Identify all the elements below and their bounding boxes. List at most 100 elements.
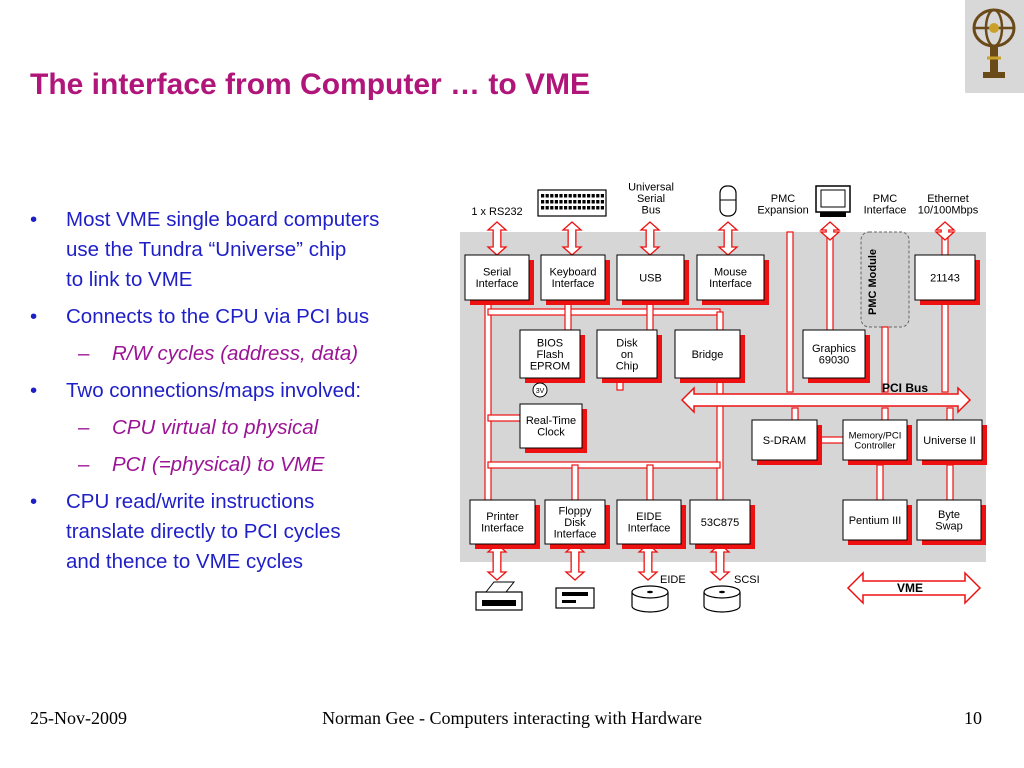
bullet-marker: • xyxy=(30,208,38,231)
bus-line xyxy=(881,407,889,421)
bullet-line: Connects to the CPU via PCI bus xyxy=(66,305,370,328)
sub-bullet-marker: – xyxy=(78,416,90,439)
scsi-disk-icon xyxy=(703,585,741,613)
vme-label: VME xyxy=(897,581,923,595)
footer-date: 25-Nov-2009 xyxy=(30,708,127,728)
bullet-item: • Two connections/maps involved: xyxy=(30,376,460,406)
bus-line xyxy=(941,299,949,393)
pmc-module-label: PMC Module xyxy=(867,249,879,315)
battery-icon xyxy=(532,382,548,398)
connector-arrow xyxy=(709,543,731,581)
block-eide xyxy=(616,499,682,545)
block-scsi-label: 53C875 xyxy=(701,517,740,529)
bullet-line: and thence to VME cycles xyxy=(66,550,304,573)
eide-disk-icon xyxy=(631,585,669,613)
bullet-marker: • xyxy=(30,379,38,402)
block-sdram-label: S-DRAM xyxy=(763,435,806,447)
bus-line xyxy=(946,464,954,501)
bullet-item: • CPU read/write instructions translate … xyxy=(30,487,460,577)
block-usb-label: USB xyxy=(639,272,662,284)
connector-arrow xyxy=(564,543,586,581)
block-floppy xyxy=(544,499,606,545)
bus-line xyxy=(487,461,721,469)
bullet-line: use the Tundra “Universe” chip xyxy=(66,238,347,261)
block-serial xyxy=(464,254,530,301)
sub-bullet-text: PCI (=physical) to VME xyxy=(112,453,325,476)
block-bridge-label: Bridge xyxy=(692,349,724,361)
bus-line xyxy=(487,414,521,422)
block-sdram xyxy=(751,419,818,461)
bullet-marker: • xyxy=(30,305,38,328)
footer-title: Norman Gee - Computers interacting with … xyxy=(322,708,702,728)
bullet-line: Two connections/maps involved: xyxy=(66,379,362,402)
bus-line xyxy=(571,464,579,501)
block-rtc xyxy=(519,403,583,449)
block-disk xyxy=(596,329,658,379)
block-scsi xyxy=(689,499,751,545)
connector-arrow xyxy=(819,221,841,241)
page-number: 10 xyxy=(964,708,982,728)
block-chip21143-label: 21143 xyxy=(930,272,960,284)
connector-arrow xyxy=(637,543,659,581)
battery-label: 3V xyxy=(536,388,545,395)
bus-line xyxy=(791,407,799,421)
sub-bullet-item: – R/W cycles (address, data) xyxy=(30,339,460,369)
mouse-icon xyxy=(719,185,737,217)
bus-line xyxy=(876,464,884,501)
eide-label: EIDE xyxy=(660,574,686,586)
bus-line xyxy=(487,308,721,316)
sub-bullet-item: – CPU virtual to physical xyxy=(30,413,460,443)
bus-line xyxy=(881,326,889,393)
sub-bullet-text: CPU virtual to physical xyxy=(112,416,319,439)
scsi-label: SCSI xyxy=(734,574,760,586)
block-bios xyxy=(519,329,581,379)
block-keyboard xyxy=(540,254,606,301)
sub-bullet-marker: – xyxy=(78,453,90,476)
bus-line xyxy=(826,231,834,331)
connector-arrow xyxy=(934,221,956,241)
bus-line xyxy=(646,464,654,501)
bullet-item: • Connects to the CPU via PCI bus xyxy=(30,302,460,332)
logo xyxy=(965,0,1024,93)
bullet-list: • Most VME single board computers use th… xyxy=(30,205,460,577)
sub-bullet-marker: – xyxy=(78,342,90,365)
floppy-drive-icon xyxy=(555,587,595,609)
bullet-line: translate directly to PCI cycles xyxy=(66,520,341,543)
bullet-line: to link to VME xyxy=(66,268,193,291)
printer-icon xyxy=(475,581,523,611)
vme-bus-arrow xyxy=(846,571,982,605)
block-universe-label: Universe II xyxy=(923,435,976,447)
connector-arrow xyxy=(486,543,508,581)
block-printer xyxy=(469,499,536,545)
bullet-line: Most VME single board computers xyxy=(66,208,380,231)
block-bridge xyxy=(674,329,741,379)
pci-bus-arrow xyxy=(680,386,972,414)
block-byteswap xyxy=(916,499,982,541)
sub-bullet-item: – PCI (=physical) to VME xyxy=(30,450,460,480)
keyboard-icon xyxy=(537,189,607,217)
block-pentium xyxy=(842,499,908,541)
bus-line xyxy=(716,311,724,331)
slide-title: The interface from Computer … to VME xyxy=(30,68,591,101)
bullet-line: CPU read/write instructions xyxy=(66,490,315,513)
bus-line xyxy=(484,299,492,501)
pci-bus-label: PCI Bus xyxy=(882,381,928,395)
block-universe xyxy=(916,419,983,461)
monitor-icon xyxy=(815,185,851,217)
